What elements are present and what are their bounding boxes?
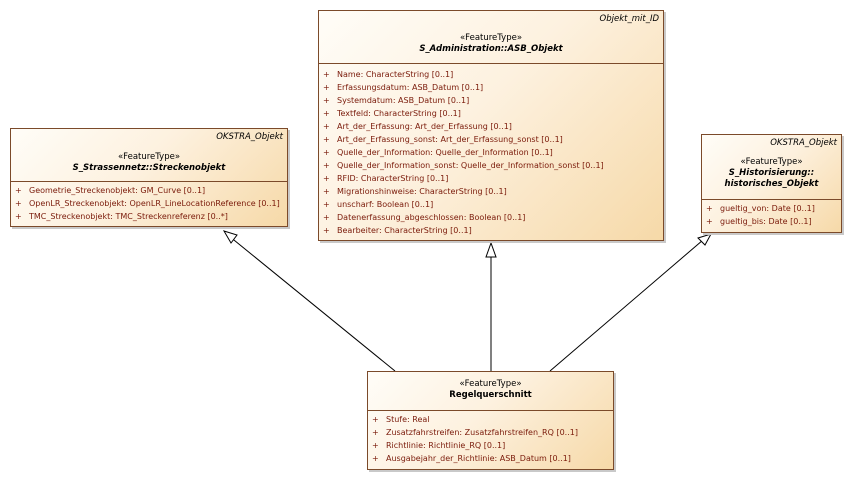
- class-header: Objekt_mit_ID «FeatureType» S_Administra…: [319, 11, 663, 64]
- class-regelquerschnitt[interactable]: «FeatureType» Regelquerschnitt + Stufe: R…: [367, 371, 614, 470]
- attribute-text: OpenLR_Streckenobjekt: OpenLR_LineLocati…: [29, 199, 280, 208]
- attribute-text: Quelle_der_Information: Quelle_der_Infor…: [337, 148, 553, 157]
- attribute-row[interactable]: + Name: CharacterString [0..1]: [319, 68, 663, 81]
- attribute-row[interactable]: + Migrationshinweise: CharacterString [0.…: [319, 185, 663, 198]
- attribute-list: + Name: CharacterString [0..1] + Erfassung…: [319, 64, 663, 237]
- visibility-public: +: [15, 199, 22, 208]
- attribute-row[interactable]: + Geometrie_Streckenobjekt: GM_Curve [0..…: [11, 184, 287, 197]
- attribute-row[interactable]: + Systemdatum: ASB_Datum [0..1]: [319, 94, 663, 107]
- attribute-text: unscharf: Boolean [0..1]: [337, 200, 434, 209]
- attribute-row[interactable]: + unscharf: Boolean [0..1]: [319, 198, 663, 211]
- attribute-row[interactable]: + TMC_Streckenobjekt: TMC_Streckenreferen…: [11, 210, 287, 223]
- attribute-row[interactable]: + Erfassungsdatum: ASB_Datum [0..1]: [319, 81, 663, 94]
- generalization-regel-to-strecke[interactable]: [222, 230, 396, 372]
- class-historisches-objekt[interactable]: OKSTRA_Objekt «FeatureType» S_Historisie…: [701, 134, 842, 233]
- class-header: OKSTRA_Objekt «FeatureType» S_Strassenne…: [11, 129, 287, 182]
- attribute-text: Zusatzfahrstreifen: Zusatzfahrstreifen_R…: [386, 428, 578, 437]
- attribute-row[interactable]: + RFID: CharacterString [0..1]: [319, 172, 663, 185]
- class-name-line-2: historisches_Objekt: [724, 179, 819, 189]
- class-name: S_Strassennetz::Streckenobjekt: [72, 163, 226, 173]
- attribute-text: Richtlinie: Richtlinie_RQ [0..1]: [386, 441, 506, 450]
- attribute-list: + Geometrie_Streckenobjekt: GM_Curve [0..…: [11, 182, 287, 223]
- attribute-text: Art_der_Erfassung: Art_der_Erfassung [0.…: [337, 122, 512, 131]
- attribute-text: Systemdatum: ASB_Datum [0..1]: [337, 96, 470, 105]
- visibility-public: +: [323, 161, 330, 170]
- inheritance-arrowhead-icon: [485, 241, 497, 258]
- attribute-text: Art_der_Erfassung_sonst: Art_der_Erfassu…: [337, 135, 563, 144]
- attribute-row[interactable]: + Art_der_Erfassung_sonst: Art_der_Erfass…: [319, 133, 663, 146]
- attribute-text: RFID: CharacterString [0..1]: [337, 174, 449, 183]
- class-name: Regelquerschnitt: [449, 390, 532, 400]
- attribute-row[interactable]: + Bearbeiter: CharacterString [0..1]: [319, 224, 663, 237]
- inheritance-arrowhead-icon: [697, 233, 713, 246]
- visibility-public: +: [706, 204, 713, 213]
- attribute-row[interactable]: + gueltig_bis: Date [0..1]: [702, 215, 841, 228]
- class-stereotype: «FeatureType»: [459, 33, 523, 43]
- visibility-public: +: [323, 226, 330, 235]
- class-name: S_Administration::ASB_Objekt: [419, 44, 563, 54]
- visibility-public: +: [15, 186, 22, 195]
- visibility-public: +: [323, 70, 330, 79]
- attribute-list: + Stufe: Real + Zusatzfahrstreifen: Zusatz…: [368, 411, 613, 465]
- visibility-public: +: [323, 200, 330, 209]
- attribute-text: Stufe: Real: [386, 415, 430, 424]
- visibility-public: +: [323, 96, 330, 105]
- visibility-public: +: [15, 212, 22, 221]
- attribute-row[interactable]: + OpenLR_Streckenobjekt: OpenLR_LineLocat…: [11, 197, 287, 210]
- visibility-public: +: [372, 454, 379, 463]
- class-header: OKSTRA_Objekt «FeatureType» S_Historisie…: [702, 135, 841, 200]
- attribute-row[interactable]: + Stufe: Real: [368, 413, 613, 426]
- class-asb-objekt[interactable]: Objekt_mit_ID «FeatureType» S_Administra…: [318, 10, 664, 241]
- generalization-regel-to-asb[interactable]: [485, 241, 497, 371]
- attribute-row[interactable]: + Quelle_der_Information_sonst: Quelle_de…: [319, 159, 663, 172]
- attribute-row[interactable]: + Datenerfassung_abgeschlossen: Boolean […: [319, 211, 663, 224]
- attribute-text: Bearbeiter: CharacterString [0..1]: [337, 226, 472, 235]
- visibility-public: +: [372, 428, 379, 437]
- attribute-text: TMC_Streckenobjekt: TMC_Streckenreferenz…: [29, 212, 228, 221]
- class-header: «FeatureType» Regelquerschnitt: [368, 372, 613, 411]
- visibility-public: +: [323, 135, 330, 144]
- visibility-public: +: [323, 174, 330, 183]
- class-tag: OKSTRA_Objekt: [770, 138, 837, 148]
- attribute-text: Migrationshinweise: CharacterString [0..…: [337, 187, 507, 196]
- attribute-list: + gueltig_von: Date [0..1] + gueltig_bis: …: [702, 200, 841, 228]
- generalization-regel-to-hist[interactable]: [549, 233, 713, 372]
- visibility-public: +: [323, 213, 330, 222]
- attribute-row[interactable]: + Ausgabejahr_der_Richtlinie: ASB_Datum […: [368, 452, 613, 465]
- class-tag: Objekt_mit_ID: [599, 14, 659, 24]
- attribute-text: Quelle_der_Information_sonst: Quelle_der…: [337, 161, 604, 170]
- visibility-public: +: [323, 83, 330, 92]
- attribute-text: gueltig_bis: Date [0..1]: [720, 217, 812, 226]
- attribute-text: Erfassungsdatum: ASB_Datum [0..1]: [337, 83, 484, 92]
- attribute-row[interactable]: + Richtlinie: Richtlinie_RQ [0..1]: [368, 439, 613, 452]
- visibility-public: +: [323, 122, 330, 131]
- attribute-row[interactable]: + Quelle_der_Information: Quelle_der_Info…: [319, 146, 663, 159]
- attribute-text: Textfeld: CharacterString [0..1]: [337, 109, 461, 118]
- visibility-public: +: [323, 148, 330, 157]
- class-stereotype: «FeatureType»: [117, 152, 181, 162]
- visibility-public: +: [323, 187, 330, 196]
- inheritance-arrowhead-icon: [222, 230, 238, 244]
- class-streckenobjekt[interactable]: OKSTRA_Objekt «FeatureType» S_Strassenne…: [10, 128, 288, 227]
- attribute-row[interactable]: + Zusatzfahrstreifen: Zusatzfahrstreifen_…: [368, 426, 613, 439]
- attribute-row[interactable]: + Art_der_Erfassung: Art_der_Erfassung [0…: [319, 120, 663, 133]
- attribute-row[interactable]: + gueltig_von: Date [0..1]: [702, 202, 841, 215]
- attribute-text: Geometrie_Streckenobjekt: GM_Curve [0..1…: [29, 186, 206, 195]
- attribute-row[interactable]: + Textfeld: CharacterString [0..1]: [319, 107, 663, 120]
- visibility-public: +: [706, 217, 713, 226]
- class-stereotype: «FeatureType»: [459, 379, 522, 389]
- attribute-text: Datenerfassung_abgeschlossen: Boolean [0…: [337, 213, 526, 222]
- class-stereotype: «FeatureType»: [740, 157, 803, 167]
- attribute-text: Name: CharacterString [0..1]: [337, 70, 454, 79]
- attribute-text: Ausgabejahr_der_Richtlinie: ASB_Datum [0…: [386, 454, 571, 463]
- class-name-line-1: S_Historisierung::: [728, 168, 815, 178]
- visibility-public: +: [323, 109, 330, 118]
- class-tag: OKSTRA_Objekt: [216, 132, 283, 142]
- visibility-public: +: [372, 441, 379, 450]
- attribute-text: gueltig_von: Date [0..1]: [720, 204, 815, 213]
- visibility-public: +: [372, 415, 379, 424]
